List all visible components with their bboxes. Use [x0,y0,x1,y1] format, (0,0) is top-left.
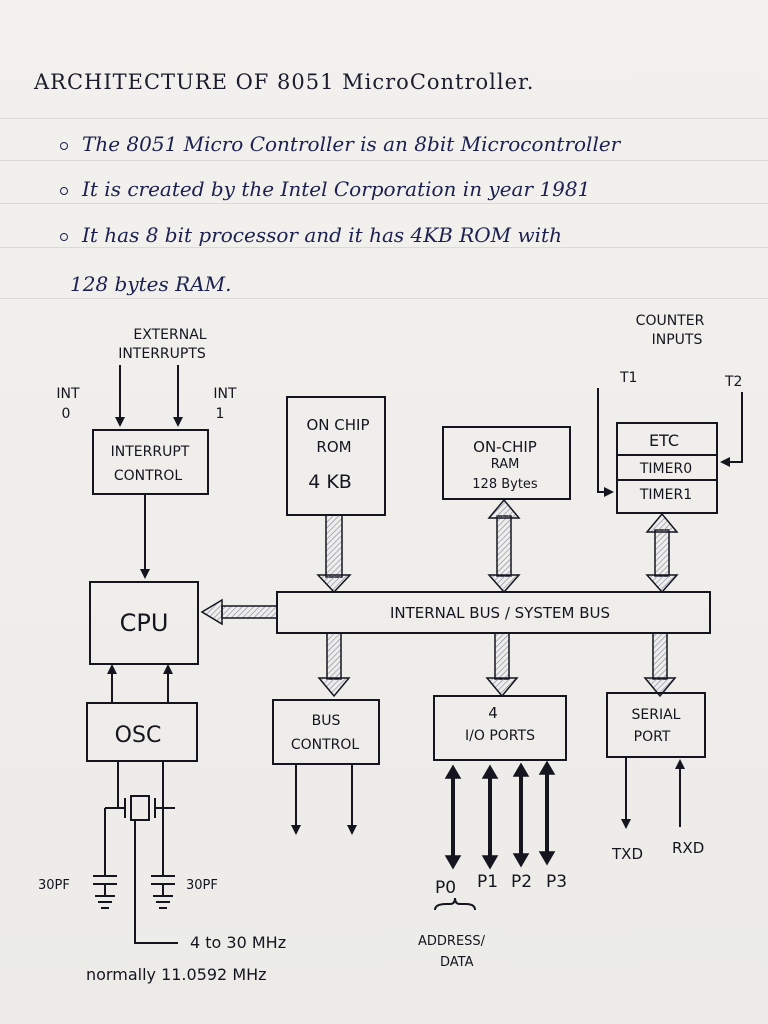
t2-label: T2 [724,374,742,390]
svg-text:COUNTER: COUNTER [636,313,705,329]
port-p3-label: P3 [546,872,567,892]
svg-text:0: 0 [62,406,71,422]
timer-bus-arrow [645,512,679,594]
port-p1-label: P1 [477,872,498,892]
timer0-label: TIMER0 [639,461,692,477]
int0-label: INT 0 [56,386,80,422]
rom-label: ON CHIP [306,416,369,434]
etc-label: ETC [649,431,679,450]
timer1-label: TIMER1 [639,487,692,503]
serial-port-label: PORT [634,729,671,745]
port-p0-label: P0 [435,878,456,898]
io-ports-box [433,695,567,761]
serial-port-label: SERIAL [632,707,681,723]
page-rule [0,247,768,248]
crystal-icon [105,761,175,821]
t2-input-arrow [720,392,743,467]
rom-label: ROM [316,438,351,456]
t1-input-arrow [597,388,614,497]
port-lines [451,772,549,858]
page-title: ARCHITECTURE OF 8051 MicroController. [34,70,535,94]
serial-port-box [606,692,706,758]
bullet-item: The 8051 Micro Controller is an 8bit Mic… [60,132,620,156]
rxd-label: RXD [672,839,704,857]
bullet-text: The 8051 Micro Controller is an 8bit Mic… [82,132,621,156]
t1-label: T1 [619,370,637,386]
internal-bus-label: INTERNAL BUS / SYSTEM BUS [390,604,610,622]
svg-text:INPUTS: INPUTS [652,332,703,348]
bus-control-box [272,699,380,765]
svg-text:INT: INT [56,386,80,402]
svg-text:EXTERNAL: EXTERNAL [133,327,206,343]
cap-right-label: 30PF [186,878,218,893]
address-data-label: DATA [440,955,474,970]
ram-label: ON-CHIP [473,438,537,456]
ram-box [442,426,571,500]
svg-text:INT: INT [213,386,237,402]
address-data-brace [434,897,476,911]
io-ports-label: I/O PORTS [465,728,535,744]
bullet-item: It is created by the Intel Corporation i… [60,177,590,201]
bullet-continuation: 128 bytes RAM. [70,272,232,296]
bus-to-bus-control-arrow [317,632,351,698]
svg-text:1: 1 [216,406,225,422]
ram-label: RAM [491,457,520,472]
interrupt-control-label: CONTROL [114,468,183,484]
capacitor-left-icon [93,808,117,909]
bullet-text: It is created by the Intel Corporation i… [82,177,591,201]
cpu-box [89,581,199,665]
bullet-text: It has 8 bit processor and it has 4KB RO… [82,223,562,247]
freq-range-label: 4 to 30 MHz [190,933,286,952]
bus-serial-port-arrow [643,632,677,698]
bus-control-label: CONTROL [291,737,360,753]
bullet-item: It has 8 bit processor and it has 4KB RO… [60,223,562,247]
counter-inputs-label: COUNTER INPUTS [636,313,705,348]
interrupt-control-box [92,429,209,495]
cpu-label: CPU [120,609,169,637]
rom-to-bus-arrow [316,514,352,594]
int1-label: INT 1 [213,386,237,422]
timer-box [616,422,718,514]
page-rule [0,160,768,161]
freq-normal-label: normally 11.0592 MHz [86,965,267,984]
rom-box [286,396,386,516]
ram-size-label: 128 Bytes [472,477,538,492]
bullet-dot-icon [60,141,68,150]
interrupt-control-label: INTERRUPT [111,444,190,460]
osc-box [86,702,198,762]
bus-io-ports-arrow [485,632,519,698]
external-interrupts-label: EXTERNAL INTERRUPTS [118,327,207,362]
bullet-dot-icon [60,232,68,241]
page-rule [0,203,768,204]
io-ports-count: 4 [488,704,498,722]
osc-label: OSC [115,723,162,748]
page-rule [0,298,768,299]
port-arrowheads [444,760,556,870]
crystal-freq-pointer [134,820,178,944]
bullet-dot-icon [60,186,68,195]
bus-to-cpu-arrow [200,598,278,626]
ram-bus-arrow [487,498,521,594]
txd-label: TXD [611,845,643,863]
capacitor-right-icon [151,808,175,909]
svg-text:INTERRUPTS: INTERRUPTS [118,346,206,362]
port-p2-label: P2 [511,872,532,892]
cap-left-label: 30PF [38,878,70,893]
page-rule [0,118,768,119]
address-data-label: ADDRESS/ [418,934,486,949]
bus-control-label: BUS [312,713,341,729]
rom-size-label: 4 KB [308,471,352,493]
